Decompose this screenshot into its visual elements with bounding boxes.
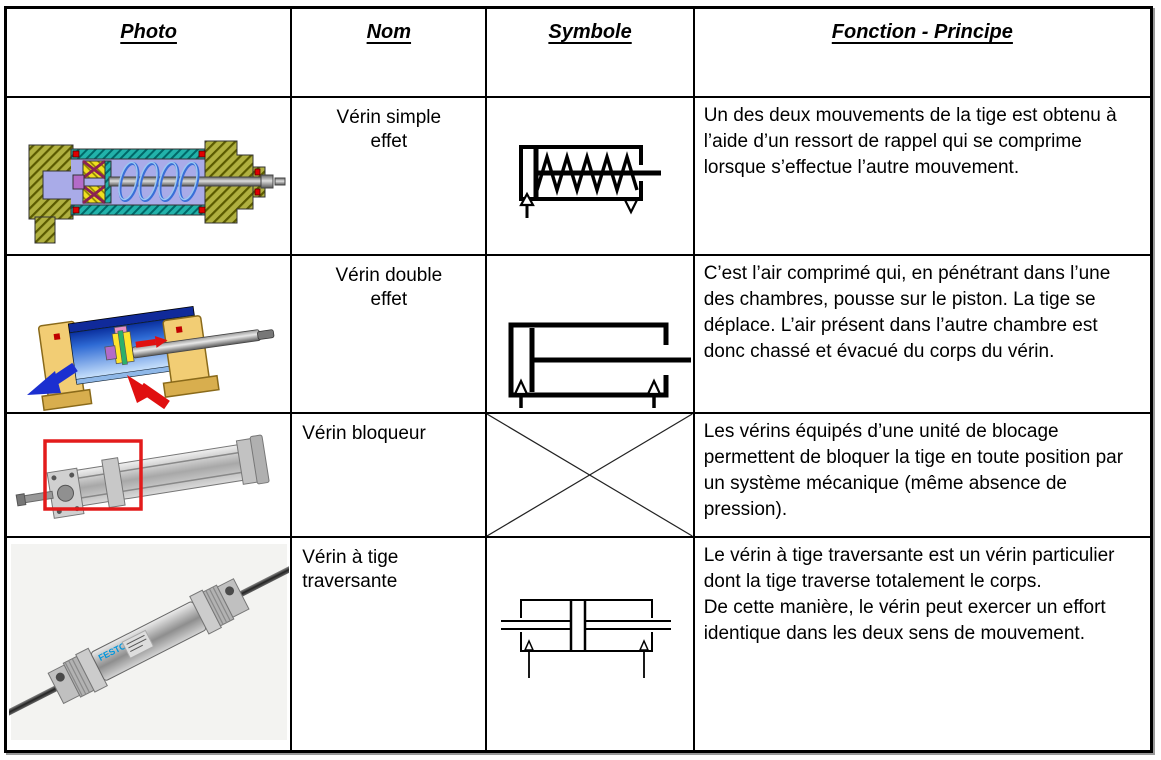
symbol-cell [485,95,695,256]
function-text: Le vérin à tige traversante est un vérin… [692,535,1153,753]
locking-cylinder-photo-image [15,434,270,519]
photo-cell [4,411,293,538]
header-photo: Photo [4,6,293,98]
table-row-simple-effet: Vérin simple effet Un des deux mouvement… [4,95,1153,256]
through-rod-cylinder-photo-image: FESTO [8,544,289,741]
crossed-out-placeholder-icon [488,414,692,535]
cylinder-types-table: Photo Nom Symbole Fonction - Principe [4,6,1153,753]
row-name: Vérin double effet [290,253,488,414]
table-row-double-effet: Vérin double effet C’est l’air comprimé … [4,253,1153,414]
function-text: Les vérins équipés d’une unité de blocag… [692,411,1153,538]
symbol-cell [485,411,695,538]
header-symbole: Symbole [485,6,695,98]
double-acting-cylinder-cutaway-image [26,305,274,411]
header-nom: Nom [290,6,488,98]
header-symbole-label: Symbole [548,21,632,43]
header-photo-label: Photo [120,21,177,43]
header-nom-label: Nom [366,21,412,43]
single-acting-cylinder-cutaway-image [28,140,286,243]
symbol-cell [485,535,695,753]
row-name: Vérin bloqueur [290,411,488,538]
header-fonction: Fonction - Principe [692,6,1153,98]
photo-cell [4,95,293,256]
header-fonction-label: Fonction - Principe [831,21,1013,43]
row-name: Vérin simple effet [290,95,488,256]
table-row-bloqueur: Vérin bloqueur Les vérins équipés d’une … [4,411,1153,538]
function-text: C’est l’air comprimé qui, en pénétrant d… [692,253,1153,414]
row-name: Vérin à tige traversante [290,535,488,753]
table-row-tige-traversante: FESTO Vérin à tige traversante [4,535,1153,753]
function-text: Un des deux mouvements de la tige est ob… [692,95,1153,256]
single-acting-spring-return-symbol-icon [519,144,662,218]
symbol-cell [485,253,695,414]
table-header-row: Photo Nom Symbole Fonction - Principe [4,6,1153,98]
through-rod-symbol-icon [501,599,672,679]
photo-cell: FESTO [4,535,293,753]
double-acting-symbol-icon [508,322,692,408]
photo-cell [4,253,293,414]
